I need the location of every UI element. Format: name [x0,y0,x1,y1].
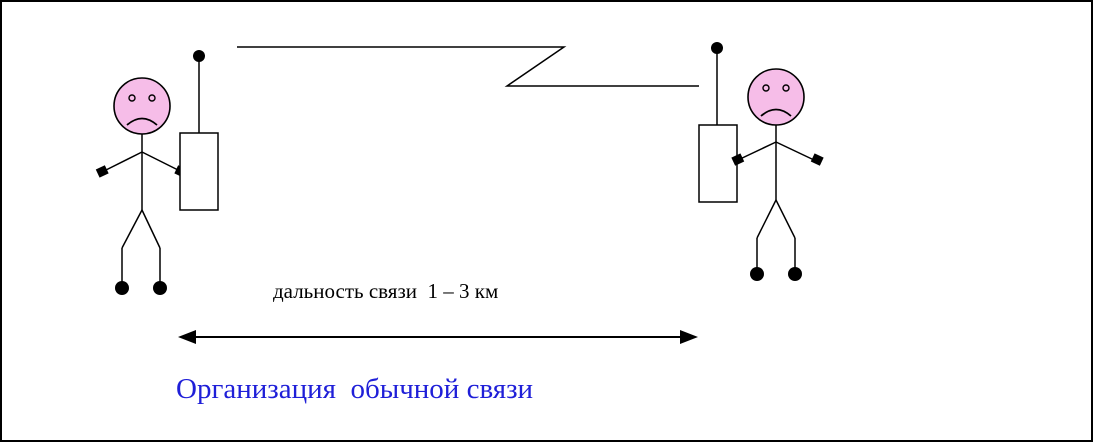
right-eye-left [762,84,770,92]
left-radio-body [179,132,219,211]
left-arm-right [141,151,181,172]
left-eye-left [128,94,136,102]
right-foot-left [750,267,764,281]
right-antenna-tip [711,42,723,54]
right-leg-left-upper [756,199,777,239]
right-hand-right [810,153,824,166]
left-radio-icon [179,50,219,211]
right-foot-right [788,267,802,281]
left-mouth [126,117,158,126]
right-face-icon [747,68,805,126]
right-head [747,68,805,126]
right-person [731,68,824,281]
left-arm-left [103,151,143,172]
left-person [95,77,188,295]
right-arm-left [737,141,777,161]
radio-link-zigzag-icon [237,46,699,87]
left-eye-right [148,94,156,102]
left-face-icon [113,77,171,135]
right-leg-right-upper [775,199,796,239]
left-foot-right [153,281,167,295]
left-leg-left-upper [121,209,143,249]
right-mouth [760,108,792,117]
diagram-caption: Организация обычной связи [176,373,534,405]
left-antenna-tip [193,50,205,62]
right-radio-icon [698,42,738,203]
left-leg-right-upper [141,209,161,249]
right-arm-right [775,141,815,161]
range-arrowhead-left [178,330,196,344]
range-label: дальность связи 1 – 3 км [273,279,499,303]
left-hand-left [95,165,109,178]
left-foot-left [115,281,129,295]
left-head [113,77,171,135]
right-hand-left [731,153,745,166]
range-arrowhead-right [680,330,698,344]
right-radio-body [698,124,738,203]
right-eye-right [782,84,790,92]
range-double-arrow-icon [178,330,698,344]
